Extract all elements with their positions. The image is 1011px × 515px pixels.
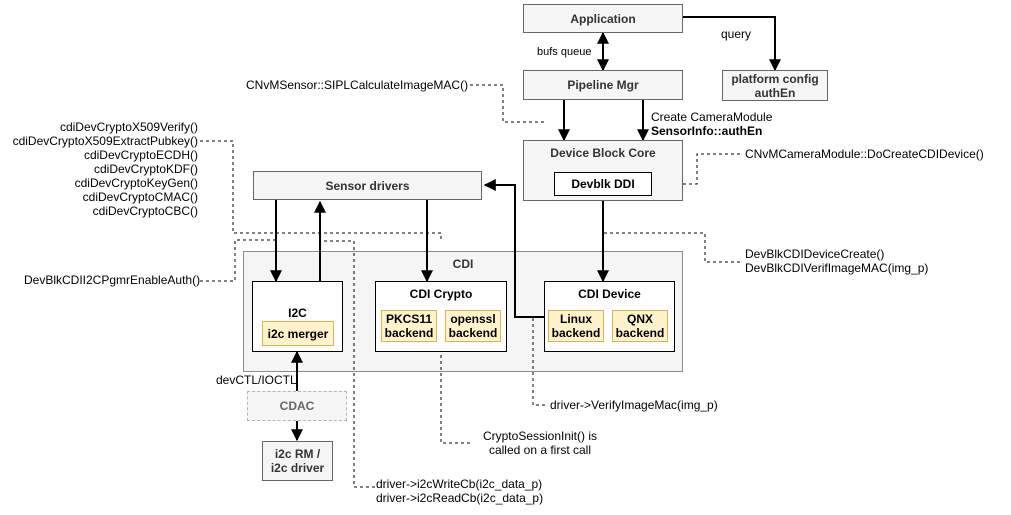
linux-backend-box: Linux backend — [548, 310, 604, 342]
i2c-merger-box: i2c merger — [262, 321, 334, 346]
crypto-fn-x509-verify: cdiDevCryptoX509Verify() — [59, 120, 198, 134]
openssl-backend-box: openssl backend — [445, 310, 501, 342]
calc-image-mac-annotation: CNvMSensor::SIPLCalculateImageMAC() — [246, 78, 469, 92]
qnx-backend-box: QNX backend — [612, 310, 668, 342]
i2c-rm-label-2: i2c driver — [270, 461, 325, 475]
do-create-cdi-device-annotation: CNvMCameraModule::DoCreateCDIDevice() — [745, 147, 984, 161]
crypto-fn-x509-extract: cdiDevCryptoX509ExtractPubkey() — [12, 134, 198, 148]
platform-config-label-1: platform config — [731, 71, 819, 86]
devctl-ioctl-label: devCTL/IOCTL — [216, 373, 297, 387]
pkcs11-label-2: backend — [384, 326, 434, 340]
create-camera-module-label: Create CameraModule — [651, 110, 773, 124]
cdac-box: CDAC — [247, 391, 347, 421]
crypto-fn-cmac: cdiDevCryptoCMAC() — [82, 190, 198, 204]
sensor-info-auth-label: SensorInfo::authEn — [651, 124, 763, 138]
openssl-label-2: backend — [448, 326, 498, 340]
crypto-fn-kdf: cdiDevCryptoKDF() — [93, 162, 198, 176]
i2c-write-cb-annotation: driver->i2cWriteCb(i2c_data_p) — [376, 477, 543, 491]
cdac-label: CDAC — [279, 399, 315, 413]
crypto-session-init-annotation: CryptoSessionInit() is called on a first… — [473, 429, 607, 457]
device-block-core-label: Device Block Core — [550, 146, 656, 160]
i2c-rm-box: i2c RM / i2c driver — [262, 441, 333, 481]
verif-image-mac-annotation: DevBlkCDIVerifImageMAC(img_p) — [745, 261, 929, 275]
crypto-functions-list: cdiDevCryptoX509Verify() cdiDevCryptoX50… — [10, 120, 198, 218]
application-box: Application — [523, 4, 683, 33]
i2c-cb-dash — [321, 240, 375, 488]
cdi-label: CDI — [452, 257, 474, 271]
platform-config-label-2: authEn — [754, 85, 796, 100]
i2c-programmer-label-1: I2C — [288, 305, 307, 320]
driver-verify-image-mac-annotation: driver->VerifyImageMac(img_p) — [550, 398, 718, 412]
calc-mac-dash — [470, 84, 545, 123]
bufs-queue-label: bufs queue — [537, 46, 592, 58]
cdi-device-create-annotation: DevBlkCDIDeviceCreate() — [745, 247, 885, 261]
sensor-drivers-label: Sensor drivers — [325, 178, 410, 193]
linux-label-1: Linux — [560, 312, 592, 326]
sensor-drivers-box: Sensor drivers — [253, 171, 482, 200]
platform-config-box: platform config authEn — [722, 70, 828, 101]
devblk-ddi-box: Devblk DDI — [554, 172, 652, 196]
cdidevice-sensor-edge — [483, 179, 544, 318]
cdi-device-label: CDI Device — [578, 287, 641, 301]
crypto-fn-dash — [200, 140, 442, 242]
query-edge — [683, 16, 781, 72]
pkcs11-backend-box: PKCS11 backend — [381, 310, 437, 342]
pgmr-enable-auth-annotation: DevBlkCDII2CPgmrEnableAuth() — [24, 273, 201, 287]
openssl-label-1: openssl — [450, 312, 496, 326]
pipeline-mgr-label: Pipeline Mgr — [567, 78, 639, 92]
device-block-core-box: Device Block Core — [523, 140, 683, 201]
query-label: query — [721, 27, 752, 41]
i2c-rm-label-1: i2c RM / — [274, 447, 321, 461]
crypto-session-line-2: called on a first call — [488, 443, 592, 457]
qnx-label-2: backend — [615, 326, 665, 340]
crypto-session-line-1: CryptoSessionInit() is — [482, 429, 598, 443]
cdi-crypto-label: CDI Crypto — [409, 287, 473, 301]
application-label: Application — [570, 11, 636, 26]
crypto-fn-ecdh: cdiDevCryptoECDH() — [83, 148, 198, 162]
i2c-read-cb-annotation: driver->i2cReadCb(i2c_data_p) — [376, 491, 544, 505]
crypto-fn-keygen: cdiDevCryptoKeyGen() — [74, 176, 198, 190]
qnx-label-1: QNX — [626, 312, 653, 326]
pgmr-enable-dash — [200, 239, 277, 282]
crypto-fn-cbc: cdiDevCryptoCBC() — [92, 204, 198, 218]
devblk-ddi-label: Devblk DDI — [571, 177, 635, 191]
i2c-merger-label: i2c merger — [267, 326, 329, 341]
linux-label-2: backend — [551, 326, 601, 340]
crypto-session-dash — [440, 352, 470, 444]
pipeline-mgr-box: Pipeline Mgr — [523, 70, 683, 100]
cdi-create-dash — [604, 232, 740, 263]
pkcs11-label-1: PKCS11 — [385, 312, 433, 326]
verify-mac-dash — [532, 318, 545, 406]
